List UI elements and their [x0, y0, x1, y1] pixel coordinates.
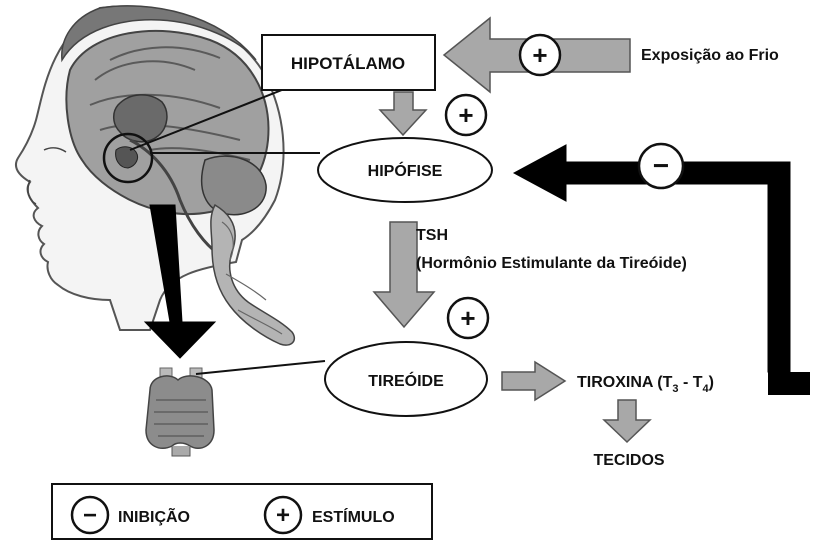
- cold-stimulus-plus-sign: +: [532, 40, 547, 70]
- legend: − INIBIÇÃO + ESTÍMULO: [52, 484, 432, 539]
- tsh-label: TSH: [416, 227, 448, 244]
- cold-exposure-label: Exposição ao Frio: [641, 47, 779, 64]
- thyroxine-label: TIROXINA (T3 - T4): [577, 374, 714, 395]
- thyroxine-to-tissues-arrow: [604, 400, 650, 442]
- feedback-minus-sign: −: [653, 150, 669, 181]
- thyroid-connector-line: [196, 361, 325, 374]
- tsh-plus-sign: +: [460, 303, 475, 333]
- thyroid-label: TIREÓIDE: [368, 371, 444, 390]
- pituitary-label: HIPÓFISE: [368, 161, 443, 180]
- hypothalamus-plus-sign: +: [458, 100, 473, 130]
- hypothalamus-to-pituitary-arrow: [380, 92, 426, 135]
- hypothalamus-label: HIPOTÁLAMO: [291, 54, 405, 73]
- head-illustration: [16, 6, 294, 345]
- legend-stimulus-label: ESTÍMULO: [312, 507, 395, 526]
- legend-inhibition-symbol: −: [83, 502, 97, 529]
- legend-inhibition-label: INIBIÇÃO: [118, 506, 190, 526]
- tsh-description: (Hormônio Estimulante da Tireóide): [416, 255, 687, 272]
- tissues-label: TECIDOS: [593, 452, 664, 469]
- thyroid-gland-illustration: [146, 368, 214, 456]
- legend-stimulus-symbol: +: [276, 502, 290, 529]
- negative-feedback-tail: [768, 372, 810, 395]
- thyroid-to-thyroxine-arrow: [502, 362, 565, 400]
